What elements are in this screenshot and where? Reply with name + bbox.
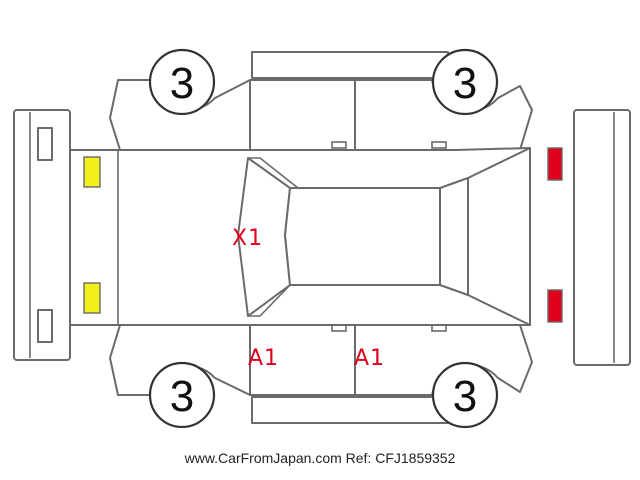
wheel-front-right: 3: [431, 48, 499, 116]
wheel-front-right-grade: 3: [453, 59, 477, 108]
wheel-front-left-grade: 3: [170, 59, 194, 108]
damage-mark-roof: X1: [232, 226, 263, 251]
rear-bumper: [573, 109, 631, 366]
damage-mark-rear-door: A1: [354, 346, 385, 371]
front-bumper: [13, 109, 71, 361]
watermark-text: www.CarFromJapan.com Ref: CFJ1859352: [184, 450, 456, 466]
headlamp-bottom: [83, 282, 101, 314]
wheel-rear-left-grade: 3: [170, 372, 194, 421]
wheel-rear-right: 3: [431, 361, 499, 429]
car-body-top-view: [69, 147, 531, 326]
headlamp-top: [83, 156, 101, 188]
wheel-front-left: 3: [148, 48, 216, 116]
wheel-rear-right-grade: 3: [453, 372, 477, 421]
wheel-rear-left: 3: [148, 361, 216, 429]
damage-mark-front-door: A1: [248, 346, 279, 371]
taillamp-top: [547, 147, 563, 181]
bottom-side-panel: [109, 324, 533, 424]
taillamp-bottom: [547, 289, 563, 323]
